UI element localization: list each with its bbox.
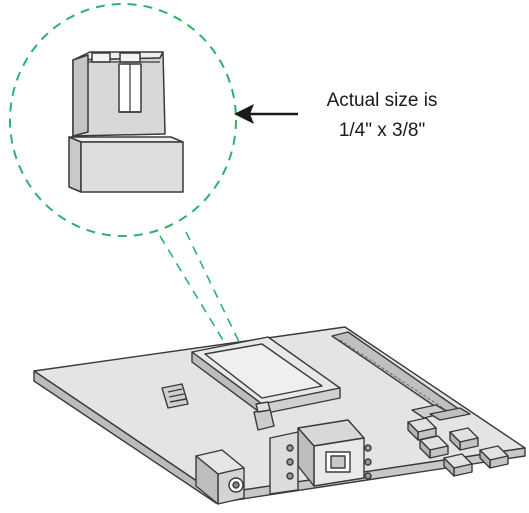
callout-arrow <box>234 104 298 124</box>
power-jack <box>195 449 245 505</box>
buttons-cluster <box>407 417 509 477</box>
pin-header <box>269 431 372 495</box>
callout-text-line2: 1/4" x 3/8" <box>338 120 426 141</box>
jumper-enlarged <box>68 51 184 193</box>
jumper-on-board <box>253 401 275 431</box>
header-strip <box>331 331 471 421</box>
circuit-board <box>33 326 526 505</box>
radio-module <box>191 336 341 415</box>
callout-text-line1: Actual size is <box>326 90 438 111</box>
magnifier-circle <box>9 3 237 237</box>
usb-connector <box>297 419 365 487</box>
small-header <box>161 383 189 409</box>
